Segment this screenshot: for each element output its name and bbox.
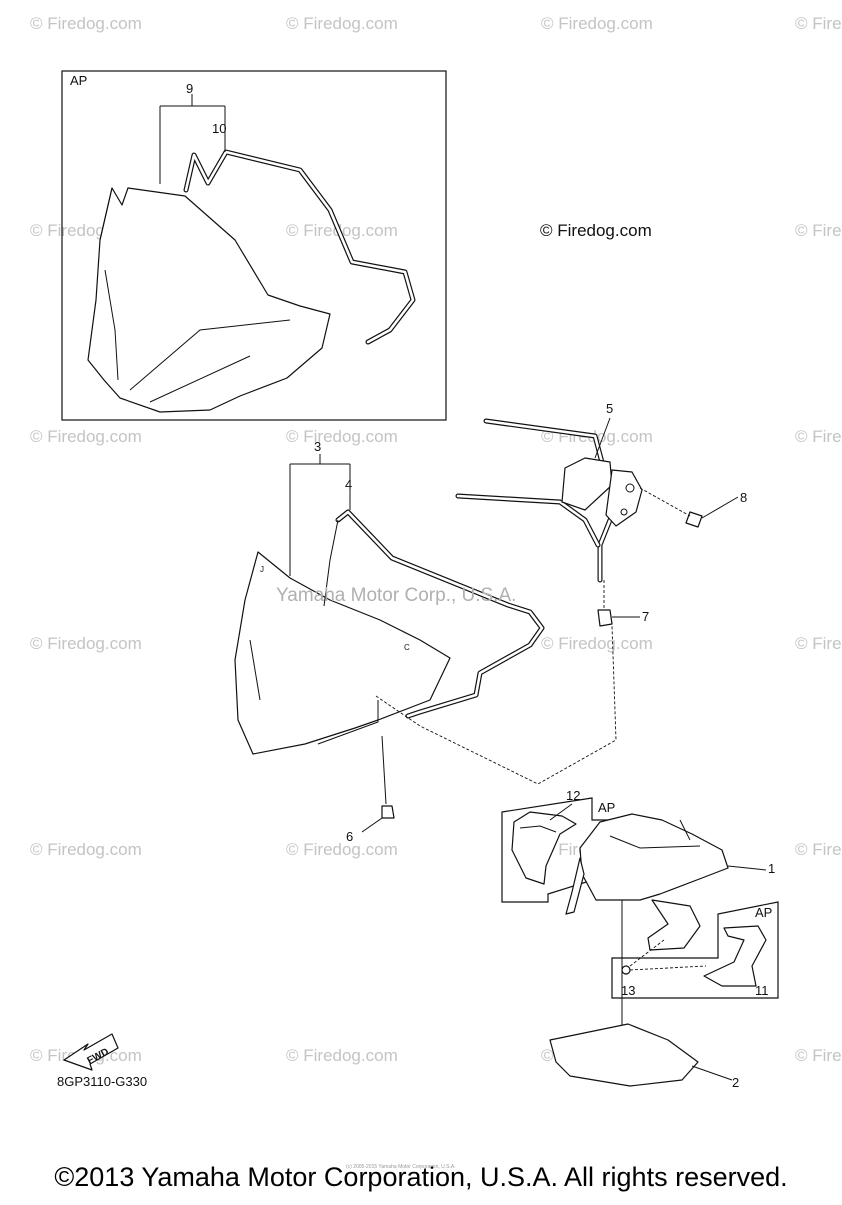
- leader-line-12: [549, 803, 573, 821]
- svg-text:J: J: [260, 565, 264, 574]
- part-number-5: 5: [606, 401, 613, 416]
- svg-text:C: C: [404, 643, 410, 652]
- copyright-footer: ©2013 Yamaha Motor Corporation, U.S.A. A…: [54, 1162, 787, 1192]
- ap-label-top: AP: [70, 73, 87, 88]
- fastener-part-13: [621, 939, 707, 975]
- part-number-12: 12: [566, 788, 580, 803]
- small-copyright: (c) 2005-2015 Yamaha Motor Corporation, …: [346, 1164, 456, 1170]
- cover-part-12: [511, 811, 577, 885]
- part-number-9: 9: [186, 81, 193, 96]
- windshield-part-3: [234, 551, 451, 755]
- watermark: © Firedog.com: [30, 840, 142, 859]
- grommet-part-7: [597, 609, 640, 627]
- screw-part-6: [361, 805, 395, 833]
- part-number-13: 13: [621, 983, 635, 998]
- panel-part-2: [549, 1023, 699, 1087]
- part-number-7: 7: [642, 609, 649, 624]
- watermark: © Firedog.com: [541, 14, 653, 33]
- part-number-4: 4: [345, 477, 352, 492]
- part-number-1: 1: [768, 861, 775, 876]
- leader-line-2: [691, 1065, 733, 1081]
- overlay-watermark: Yamaha Motor Corp., U.S.A.: [276, 585, 516, 606]
- windshield-part-9: [87, 187, 331, 413]
- watermark: © Firedog.com: [795, 1046, 842, 1065]
- part-number-11: 11: [755, 983, 769, 998]
- ap-box-top: [61, 70, 447, 421]
- trim-part-4: [323, 509, 545, 719]
- ap-box-part-11: [611, 901, 779, 999]
- callout-bracket-9-10: 9 10: [159, 81, 226, 184]
- watermark: © Firedog.com: [795, 221, 842, 240]
- watermark: © Firedog.com: [795, 634, 842, 653]
- diagram-code: 8GP3110-G330: [57, 1074, 147, 1089]
- watermark: © Firedog.com: [286, 840, 398, 859]
- watermark: © Firedog.com: [286, 1046, 398, 1065]
- ap-label-right: AP: [755, 905, 772, 920]
- watermark: © Firedog.com: [795, 14, 842, 33]
- bracket-part-5: [455, 418, 643, 583]
- cover-part-11: [703, 925, 767, 987]
- watermark: © Firedog.com: [795, 427, 842, 446]
- watermark: © Firedog.com: [30, 427, 142, 446]
- center-watermark: © Firedog.com: [540, 221, 652, 240]
- watermark: © Firedog.com: [541, 634, 653, 653]
- part-number-10: 10: [212, 121, 226, 136]
- watermark: © Firedog.com: [795, 840, 842, 859]
- part-number-8: 8: [740, 490, 747, 505]
- callout-bracket-3-4: 3 4: [289, 439, 352, 576]
- watermark: © Firedog.com: [286, 221, 398, 240]
- trim-part-10: [183, 149, 416, 345]
- watermark: © Firedog.com: [286, 14, 398, 33]
- screw-leader: [381, 735, 387, 805]
- mounting-guide-line: [375, 625, 617, 785]
- watermark: © Firedog.com: [30, 14, 142, 33]
- part-number-3: 3: [314, 439, 321, 454]
- leader-line-1: [727, 865, 767, 871]
- watermark: © Firedog.com: [286, 427, 398, 446]
- cowl-part-1: [565, 813, 729, 951]
- ap-label-mid: AP: [598, 800, 615, 815]
- part-number-6: 6: [346, 829, 353, 844]
- leader-line-5: [594, 417, 611, 459]
- watermark: © Firedog.com: [30, 634, 142, 653]
- watermark-grid: © Firedog.com © Firedog.com © Firedog.co…: [30, 14, 842, 1065]
- part-number-2: 2: [732, 1075, 739, 1090]
- bolt-part-8: [639, 487, 739, 528]
